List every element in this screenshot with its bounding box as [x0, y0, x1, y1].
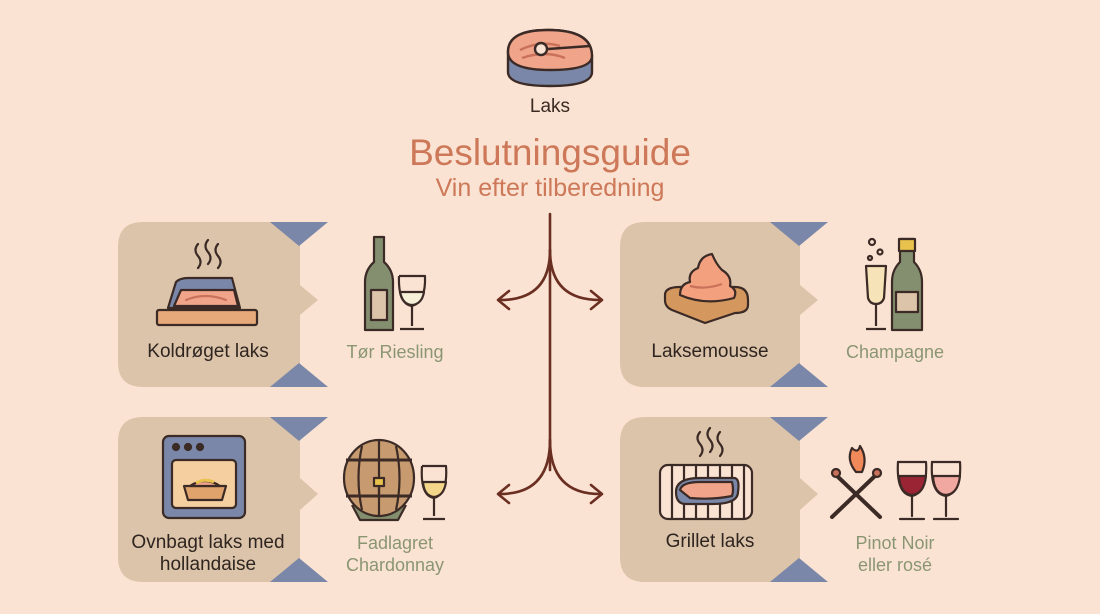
hero-label: Laks	[529, 96, 571, 117]
corner-triangle	[770, 363, 828, 387]
corner-triangle	[270, 558, 328, 582]
wine-label-riesling: Tør Riesling	[346, 342, 444, 362]
dish-label-smoked-salmon: Koldrøget laks	[147, 341, 269, 362]
wine-label-pinot-rose: Pinot Noir eller rosé	[855, 533, 935, 575]
arrow-to-top-right	[548, 248, 602, 302]
dish-label-baked-salmon: Ovnbagt laks med hollandaise	[131, 532, 285, 575]
wine-label-chardonnay: Fadlagret Chardonnay	[345, 533, 445, 575]
wine-label-champagne: Champagne	[845, 342, 945, 362]
dish-label-grilled-salmon: Grillet laks	[665, 531, 755, 552]
dish-label-salmon-mousse: Laksemousse	[651, 341, 769, 362]
corner-triangle	[270, 363, 328, 387]
corner-triangle	[770, 222, 828, 246]
page-title: Beslutningsguide	[409, 132, 691, 173]
arrow-to-bottom-right	[548, 438, 602, 496]
corner-triangle	[270, 222, 328, 246]
corner-triangle	[770, 558, 828, 582]
corner-triangle	[770, 417, 828, 441]
page-subtitle: Vin efter tilberedning	[435, 174, 665, 202]
corner-triangle	[270, 417, 328, 441]
